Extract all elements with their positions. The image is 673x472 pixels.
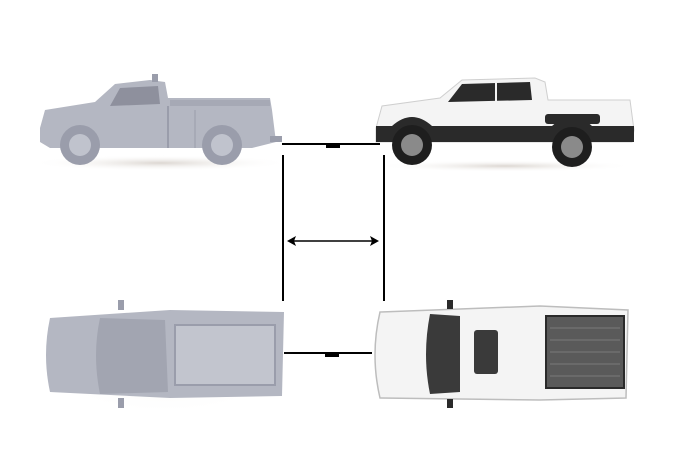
top-hitch-block	[326, 143, 340, 148]
white-truck-side-view	[375, 77, 635, 172]
bottom-hitch-block	[325, 352, 339, 357]
double-headed-arrow-icon	[287, 236, 379, 246]
gray-truck-top-view	[35, 300, 295, 415]
white-truck-top-view	[374, 300, 629, 408]
dimension-lines	[282, 143, 385, 357]
gray-truck-side-view	[30, 74, 290, 171]
